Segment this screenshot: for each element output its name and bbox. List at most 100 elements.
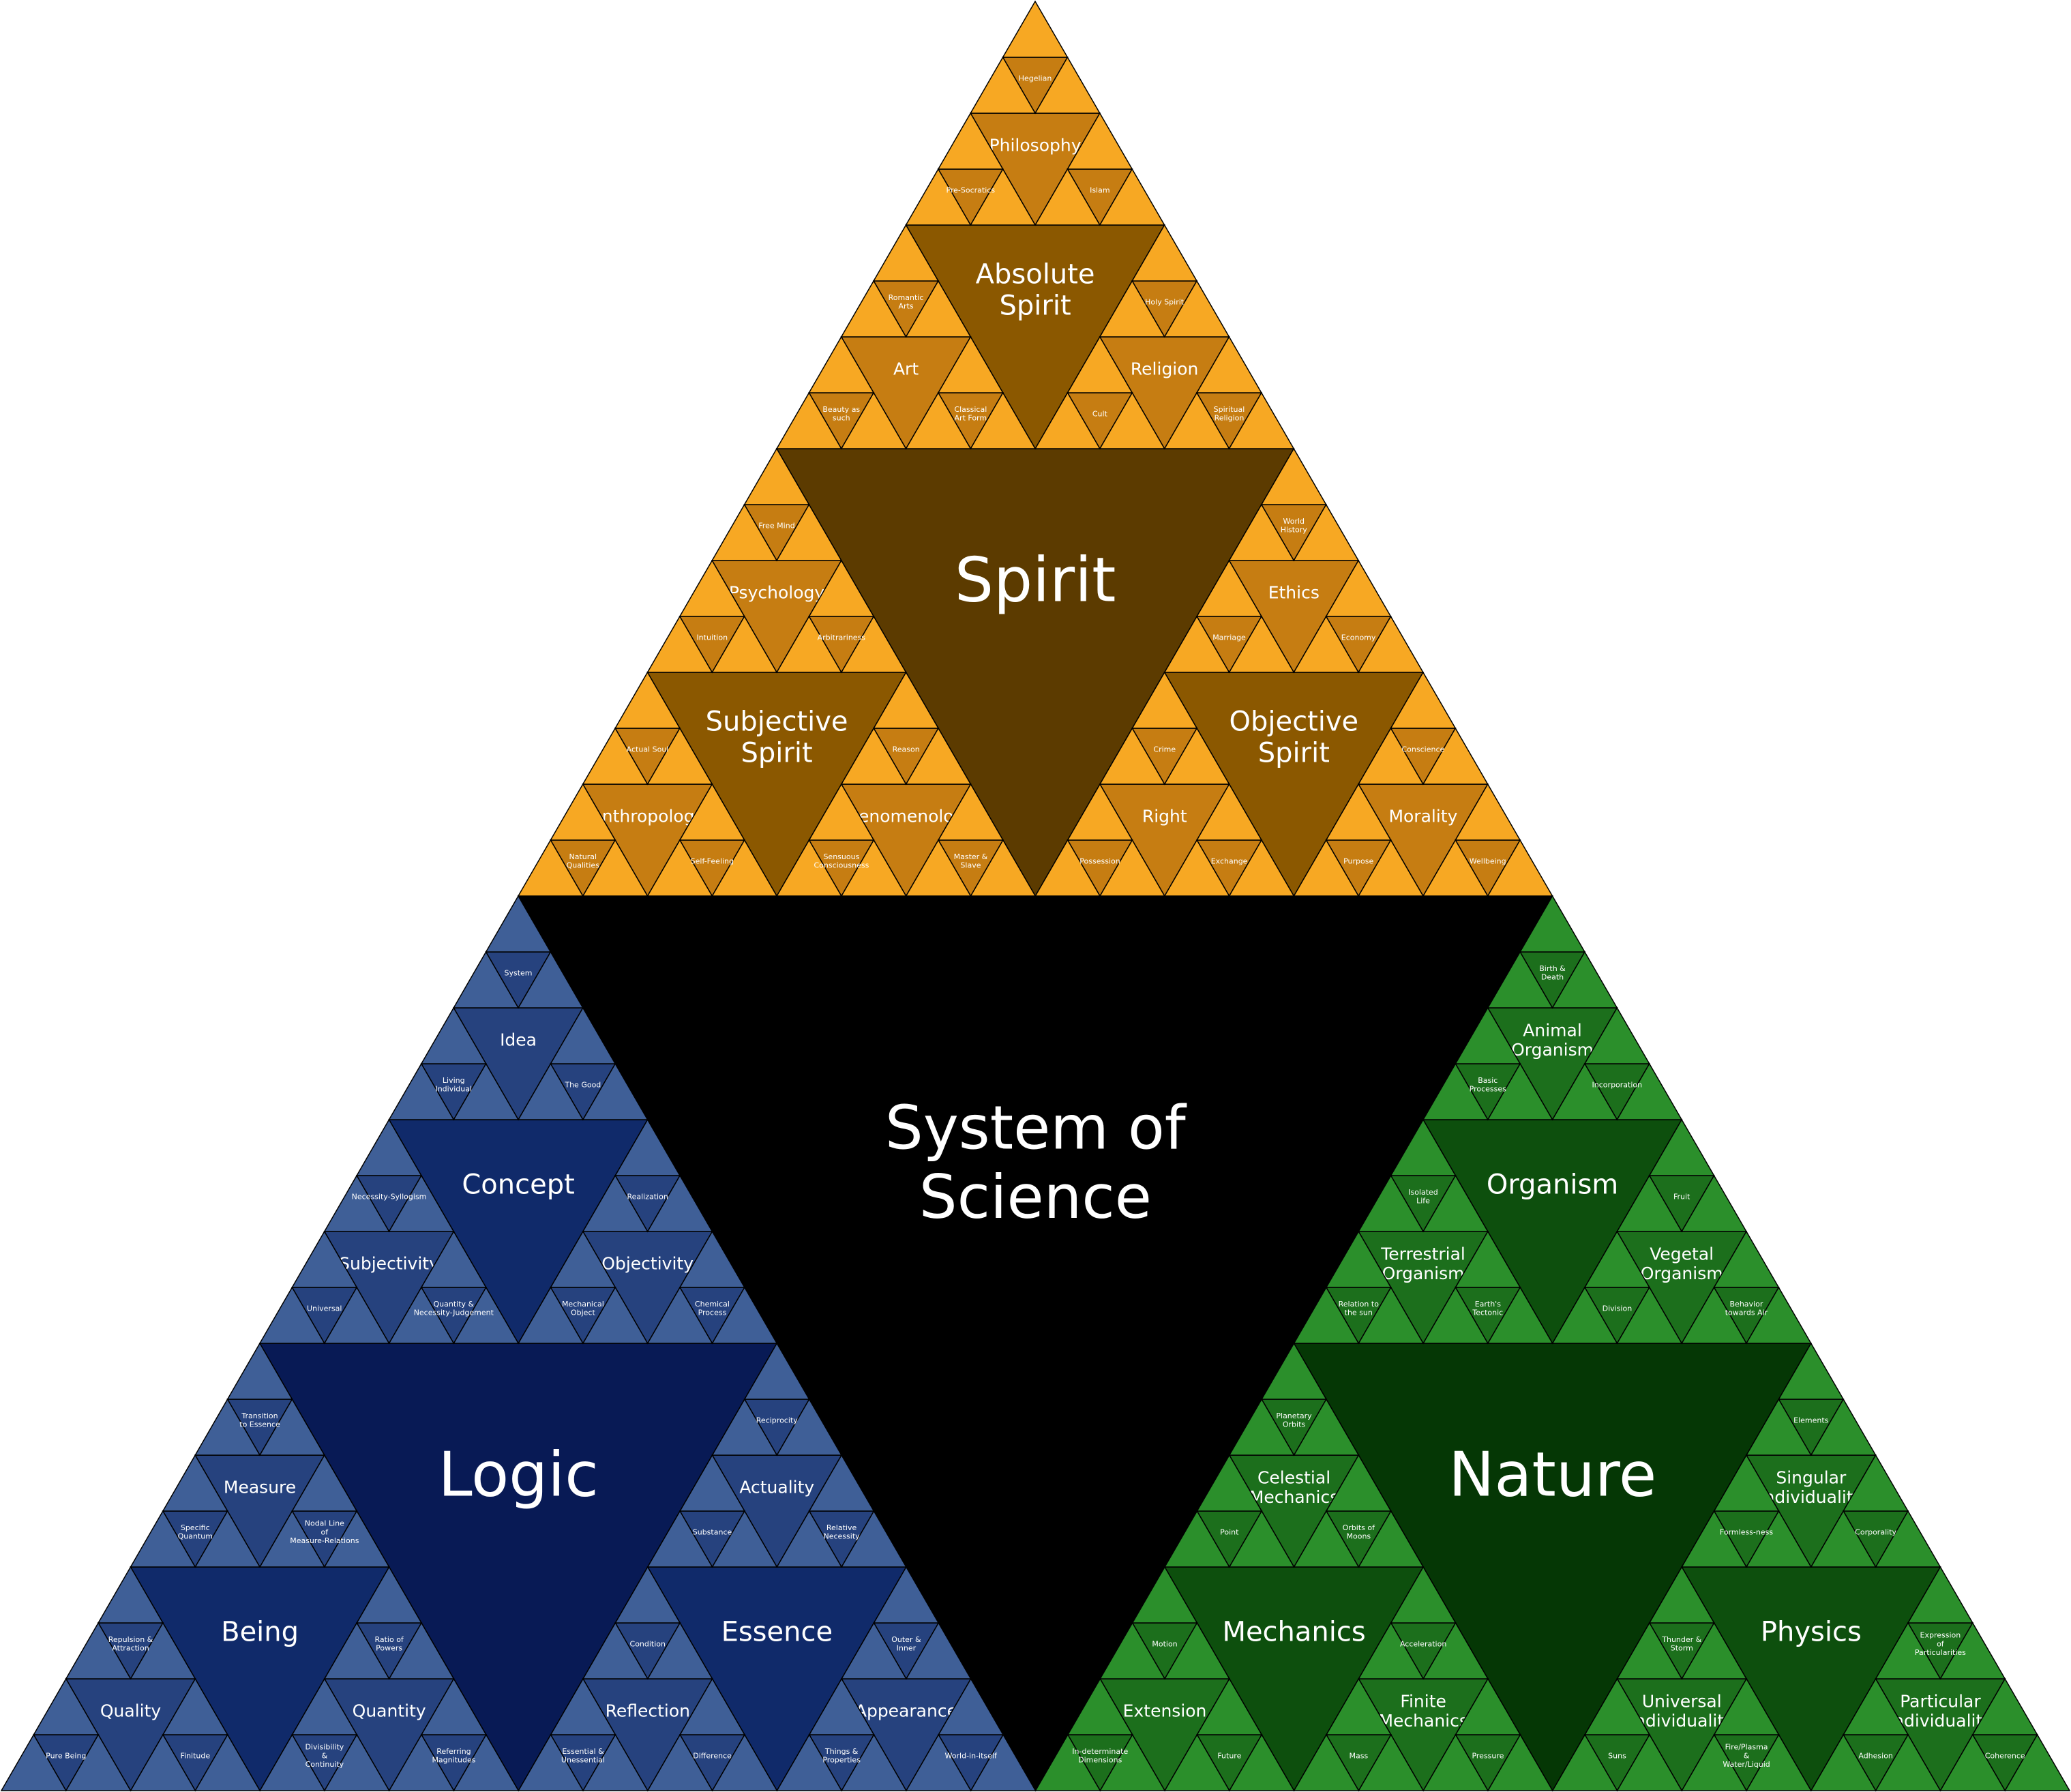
spirit-objective_spirit-ethics-bl-bl — [1163, 615, 1230, 673]
logic-being-quantity-br-br — [453, 1733, 520, 1791]
logic-essence-reflection-bl-bl — [517, 1733, 584, 1791]
logic-concept-objectivity-br-br — [711, 1286, 778, 1344]
logic-essence-appearance-br-br — [970, 1733, 1037, 1791]
nature-organism-label: Organism — [1487, 1169, 1618, 1200]
nature-physics-label: Physics — [1761, 1616, 1862, 1647]
spirit-absolute_spirit-philosophy-label: Philosophy — [989, 136, 1082, 155]
nature-mechanics-extension-bl-top — [1067, 1677, 1133, 1735]
nature-organism-terrestrial-bl-top — [1325, 1230, 1392, 1288]
spirit-absolute_spirit-art-br-bl — [905, 391, 972, 449]
spirit-objective_spirit-ethics-br-br — [1357, 615, 1425, 673]
logic-concept-objectivity-top-label: Realization — [627, 1192, 668, 1201]
spirit-absolute_spirit-religion-br-bl — [1163, 391, 1230, 449]
spirit-subjective_spirit-anthropology-br-bl — [646, 839, 713, 897]
spirit-subjective_spirit-phenomenology-top-bl — [840, 727, 907, 785]
nature-organism-vegetal-top-br — [1680, 1174, 1748, 1232]
nature-physics-particular-br-bl — [1939, 1733, 2006, 1791]
nature-organism-vegetal-bl-label: Division — [1603, 1304, 1633, 1313]
nature-mechanics-finite-top-label: Acceleration — [1400, 1639, 1446, 1648]
logic-essence-appearance-bl-br — [840, 1733, 908, 1791]
logic-concept-subjectivity-bl-label: Universal — [307, 1304, 342, 1313]
nature-mechanics-label: Mechanics — [1222, 1616, 1365, 1647]
logic-being-quantity-bl-top — [291, 1677, 358, 1735]
logic-concept-label: Concept — [462, 1169, 574, 1200]
logic-concept-objectivity-bl-bl — [517, 1286, 584, 1344]
nature-organism-animal-bl-top — [1455, 1006, 1521, 1064]
nature-mechanics-extension-top-br — [1163, 1622, 1231, 1679]
spirit-objective_spirit-ethics-br-label: Economy — [1341, 633, 1376, 642]
spirit-objective_spirit-ethics-bl-br — [1228, 615, 1295, 673]
spirit-absolute_spirit-religion-bl-bl — [1034, 391, 1101, 449]
spirit-subjective_spirit-anthropology-br-top — [679, 783, 746, 841]
logic-being-quality-top-top — [97, 1566, 164, 1624]
nature-physics-particular-bl-bl — [1810, 1733, 1877, 1791]
nature-physics-universal-bl-top — [1583, 1677, 1651, 1735]
logic-concept-idea-bl-bl — [388, 1062, 455, 1120]
logic-concept-subjectivity-br-label: Quantity &Necessity-Judgement — [414, 1300, 494, 1317]
spirit-objective_spirit-ethics-label: Ethics — [1268, 583, 1320, 603]
logic-essence-actuality-bl-label: Substance — [693, 1527, 732, 1536]
spirit-subjective_spirit-phenomenology-br-top — [937, 783, 1004, 841]
spirit-absolute_spirit-religion-bl-top — [1067, 335, 1133, 393]
spirit-subjective_spirit-psychology-br-label: Arbitrariness — [818, 633, 866, 642]
spirit-subjective_spirit-psychology-br-bl — [775, 615, 843, 673]
spirit-objective_spirit-right-top-br — [1163, 727, 1230, 785]
nature-mechanics-extension-top-bl — [1099, 1622, 1166, 1679]
spirit-subjective_spirit-psychology-br-br — [840, 615, 907, 673]
nature-mechanics-extension-br-label: Future — [1217, 1751, 1241, 1760]
nature-organism-vegetal-br-top — [1713, 1230, 1780, 1288]
logic-essence-actuality-bl-br — [711, 1510, 778, 1568]
logic-being-measure-bl-br — [194, 1510, 261, 1568]
logic-being-measure-br-br — [323, 1510, 390, 1568]
spirit-subjective_spirit-phenomenology-br-label: Master &Slave — [954, 852, 988, 870]
logic-essence-actuality-top-br — [775, 1398, 843, 1456]
nature-mechanics-finite-bl-br — [1358, 1733, 1425, 1791]
spirit-objective_spirit-ethics-bl-top — [1195, 559, 1263, 617]
logic-concept-objectivity-bl-top — [550, 1230, 616, 1288]
spirit-subjective_spirit-anthropology-br-label: Self-Feeling — [691, 856, 734, 865]
logic-essence-reflection-top-bl — [582, 1622, 649, 1679]
logic-label: Logic — [438, 1439, 599, 1511]
logic-essence-appearance-bl-bl — [776, 1733, 843, 1791]
logic-being-quality-top-bl — [65, 1622, 132, 1679]
nature-mechanics-celestial-bl-top — [1196, 1454, 1263, 1512]
nature-mechanics-finite-top-top — [1390, 1566, 1457, 1624]
logic-essence-appearance-br-top — [938, 1677, 1004, 1735]
spirit-absolute_spirit-art-br-top — [937, 335, 1004, 393]
logic-being-quality-label: Quality — [100, 1701, 162, 1721]
spirit-objective_spirit-right-top-top — [1131, 671, 1198, 729]
logic-concept-subjectivity-bl-top — [291, 1230, 358, 1288]
nature-physics-singular-top-br — [1810, 1398, 1877, 1456]
spirit-subjective_spirit-phenomenology-bl-bl — [775, 839, 843, 897]
logic-concept-idea-br-top — [550, 1006, 616, 1064]
logic-essence-appearance-br-bl — [905, 1733, 972, 1791]
nature-physics-universal-br-top — [1713, 1677, 1780, 1735]
logic-essence-reflection-top-label: Condition — [630, 1639, 666, 1648]
nature-physics-universal-top-bl — [1616, 1622, 1683, 1679]
nature-physics-universal-bl-br — [1616, 1733, 1683, 1791]
spirit-absolute_spirit-religion-label: Religion — [1131, 359, 1198, 379]
logic-being-label: Being — [221, 1616, 299, 1647]
spirit-subjective_spirit-psychology-top-bl — [711, 503, 778, 561]
nature-physics-singular-bl-br — [1745, 1510, 1813, 1568]
nature-organism-vegetal-top-bl — [1616, 1174, 1683, 1232]
logic-concept-objectivity-bl-br — [582, 1286, 649, 1344]
nature-physics-singular-top-bl — [1745, 1398, 1813, 1456]
spirit-subjective_spirit-phenomenology-bl-br — [840, 839, 907, 897]
nature-organism-animal-top-top — [1519, 895, 1586, 953]
nature-mechanics-celestial-bl-bl — [1163, 1510, 1231, 1568]
logic-essence-reflection-top-br — [646, 1622, 713, 1679]
nature-physics-universal-bl-label: Suns — [1608, 1751, 1626, 1760]
nature-organism-animal-br-top — [1583, 1006, 1651, 1064]
spirit-subjective_spirit-anthropology-top-label: Actual Soul — [627, 745, 669, 753]
